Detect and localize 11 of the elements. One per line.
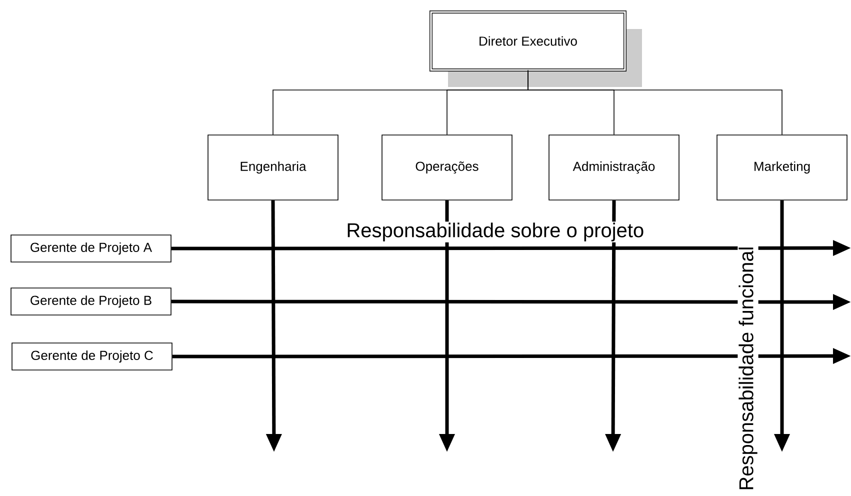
department-box: Marketing	[716, 134, 848, 200]
executive-box: Diretor Executivo	[430, 10, 642, 87]
axis-label: Responsabilidade sobre o projeto	[345, 222, 646, 242]
manager-box: Gerente de Projeto A	[10, 234, 172, 262]
department-box: Administração	[548, 134, 680, 200]
department-box: Operações	[382, 134, 512, 200]
axis-label: Responsabilidade funcional	[738, 245, 758, 492]
manager-box: Gerente de Projeto B	[10, 288, 172, 316]
manager-box: Gerente de Projeto C	[12, 342, 172, 370]
department-box: Engenharia	[208, 134, 338, 200]
connector-line	[528, 70, 782, 135]
